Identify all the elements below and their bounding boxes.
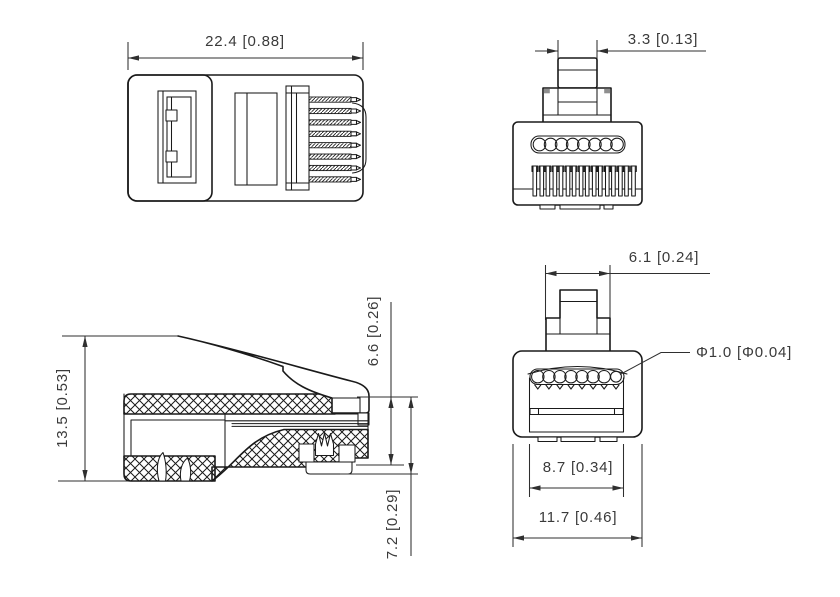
cable-grip-section (123, 455, 216, 482)
dim-label-overall-length: 22.4 [0.88] (205, 33, 285, 50)
contact-holder (285, 85, 310, 191)
wire-hole-band (530, 135, 626, 154)
pin (308, 107, 362, 115)
pin (308, 130, 362, 137)
dim-overall-length: 22.4 [0.88] (127, 33, 364, 70)
latch-rear (545, 289, 611, 351)
grip-cutout (156, 451, 167, 482)
plug-body-front (512, 121, 643, 210)
front-view: 3.3 [0.13] (512, 31, 706, 210)
wire-holes-rear (529, 368, 625, 390)
dim-front-height: 6.6 [0.26] (356, 296, 418, 466)
grip-cutout (179, 457, 192, 482)
contact-teeth-cutout (314, 432, 335, 457)
idc-contacts (531, 165, 637, 197)
pin (308, 176, 362, 183)
dim-label-latch-tip-width: 3.3 [0.13] (628, 31, 699, 48)
latch-hook-detail (331, 397, 361, 414)
body-top-wall-section (123, 393, 336, 415)
pin (308, 164, 362, 172)
side-section-view: 13.5 [0.53] 6.6 [0.26] (54, 296, 418, 559)
middle-window (234, 92, 278, 186)
dim-wire-hole-diameter: Φ1.0 [Φ0.04] (619, 344, 792, 375)
plug-body-top (127, 74, 367, 202)
dim-cavity-width: 8.7 [0.34] (528, 444, 625, 497)
contact (570, 165, 585, 197)
dim-label-latch-base-width: 6.1 [0.24] (629, 249, 700, 266)
contact (583, 165, 598, 197)
contact (544, 165, 559, 197)
dim-label-wire-hole-diameter: Φ1.0 [Φ0.04] (696, 344, 792, 361)
rear-view: 6.1 [0.24] (512, 249, 792, 547)
cavity-walls (528, 377, 625, 433)
latch-arm-side (177, 335, 370, 414)
dim-label-rear-height: 7.2 [0.29] (384, 489, 401, 560)
contact-pins (308, 96, 362, 183)
contact (596, 165, 611, 197)
dim-latch-base-width: 6.1 [0.24] (544, 249, 710, 320)
dim-overall-width: 11.7 [0.46] (512, 444, 643, 547)
plug-body-rear (512, 350, 643, 443)
pin (308, 96, 362, 103)
latch-window (157, 90, 197, 184)
dim-label-cavity-width: 8.7 [0.34] (543, 459, 614, 476)
latch-front (542, 57, 612, 124)
dim-label-overall-height: 13.5 [0.53] (54, 368, 71, 448)
pin (308, 119, 362, 126)
bottom-tabs-rear (537, 436, 618, 443)
contact (557, 165, 572, 197)
dim-label-overall-width: 11.7 [0.46] (539, 509, 618, 526)
dim-label-front-height: 6.6 [0.26] (365, 296, 382, 367)
dimensioned-wire-hole (610, 370, 622, 383)
contact (623, 165, 637, 197)
pin (308, 142, 362, 149)
top-view: 22.4 [0.88] (127, 33, 367, 202)
nose-bracket (351, 102, 367, 174)
nose-step (357, 412, 370, 426)
plug-foot (298, 443, 356, 475)
dim-latch-tip-width: 3.3 [0.13] (535, 31, 706, 62)
bottom-tabs (539, 204, 614, 210)
pin (308, 153, 362, 160)
dim-rear-height: 7.2 [0.29] (340, 397, 418, 559)
